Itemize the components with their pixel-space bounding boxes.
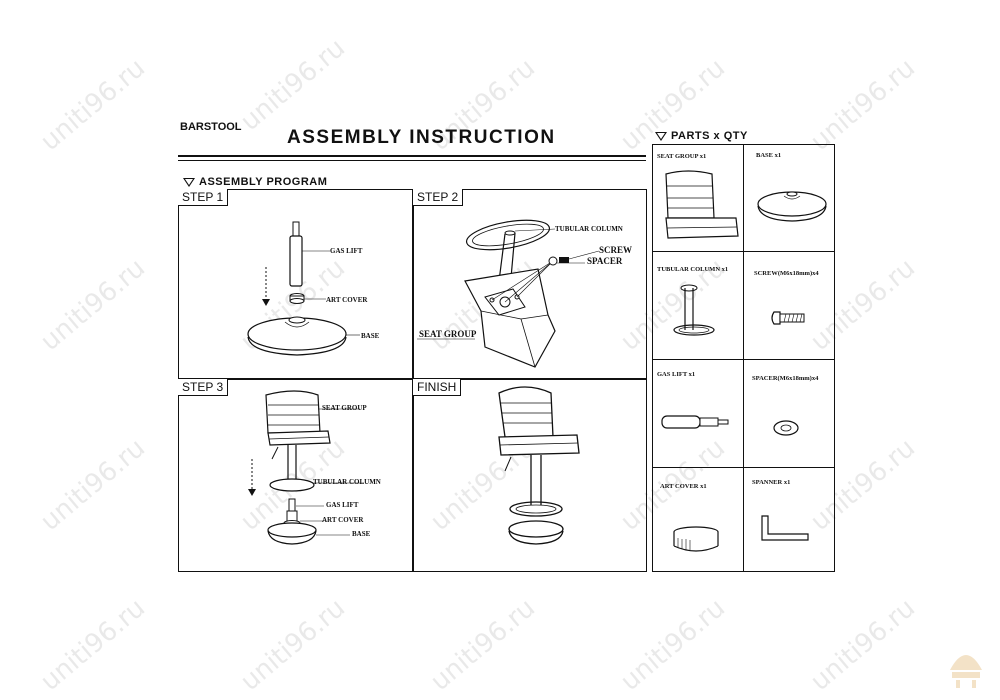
spacer-icon bbox=[773, 420, 799, 436]
screw-icon bbox=[771, 311, 805, 325]
callout-art-cover: ART COVER bbox=[322, 516, 364, 524]
part-cell-art-cover: ART COVER x1 bbox=[652, 468, 743, 572]
callout-seat-group: SEAT GROUP bbox=[419, 329, 477, 339]
watermark-text: uniti96.ru bbox=[235, 592, 352, 698]
triangle-marker-icon bbox=[183, 177, 195, 187]
part-label: SEAT GROUP x1 bbox=[657, 153, 707, 160]
finish-label: FINISH bbox=[413, 379, 462, 396]
part-label: BASE x1 bbox=[756, 152, 782, 159]
watermark-logo bbox=[950, 655, 982, 688]
column-icon bbox=[673, 284, 715, 336]
assembly-program-heading: ASSEMBLY PROGRAM bbox=[183, 176, 327, 188]
part-cell-spanner: SPANNER x1 bbox=[744, 468, 835, 572]
watermark-text: uniti96.ru bbox=[805, 52, 922, 158]
callout-tubular-column: TUBULAR COLUMN bbox=[555, 225, 623, 233]
callout-seat-group: SEAT GROUP bbox=[322, 404, 367, 412]
parts-heading: PARTS x QTY bbox=[655, 130, 748, 142]
callout-base: BASE bbox=[361, 332, 380, 340]
callout-spacer: SPACER bbox=[587, 256, 623, 266]
triangle-marker-icon bbox=[655, 131, 667, 141]
step-3-label: STEP 3 bbox=[178, 379, 229, 396]
watermark-text: uniti96.ru bbox=[35, 52, 152, 158]
step-3-panel: STEP 3 SEAT GROUP TUBULAR COLU bbox=[178, 379, 412, 572]
callout-base: BASE bbox=[352, 530, 371, 538]
part-label: SPACER(M6x18mm)x4 bbox=[752, 375, 819, 382]
part-cell-gas-lift: GAS LIFT x1 bbox=[652, 360, 743, 467]
watermark-text: uniti96.ru bbox=[35, 592, 152, 698]
header-rule-thin bbox=[178, 160, 646, 161]
product-name: BARSTOOL bbox=[180, 121, 242, 133]
part-label: ART COVER x1 bbox=[660, 483, 707, 490]
step-1-illustration bbox=[247, 221, 360, 356]
page-title: ASSEMBLY INSTRUCTION bbox=[287, 127, 556, 148]
part-label: SPANNER x1 bbox=[752, 479, 791, 486]
gas-lift-icon bbox=[661, 415, 729, 429]
part-label: SCREW(M6x18mm)x4 bbox=[754, 270, 819, 277]
step-1-panel: STEP 1 GAS LIFT ART COVER BASE bbox=[178, 189, 412, 378]
callout-gas-lift: GAS LIFT bbox=[330, 247, 363, 255]
art-cover-icon bbox=[673, 526, 719, 552]
base-icon bbox=[757, 191, 827, 222]
part-cell-tubular-column: TUBULAR COLUMN x1 bbox=[652, 252, 743, 359]
callout-gas-lift: GAS LIFT bbox=[326, 501, 359, 509]
watermark-text: uniti96.ru bbox=[35, 432, 152, 538]
parts-divider-row-2 bbox=[652, 359, 835, 360]
step-1-label: STEP 1 bbox=[178, 189, 229, 206]
step-2-panel: STEP 2 TUBULAR COLUMN SCREW SPACER SEAT … bbox=[413, 189, 647, 378]
watermark-text: uniti96.ru bbox=[35, 252, 152, 358]
spanner-icon bbox=[761, 515, 809, 541]
finish-illustration bbox=[498, 386, 580, 545]
part-cell-screw: SCREW(M6x18mm)x4 bbox=[744, 252, 835, 359]
callout-tubular-column: TUBULAR COLUMN bbox=[313, 478, 381, 486]
watermark-text: uniti96.ru bbox=[235, 32, 352, 138]
watermark-text: uniti96.ru bbox=[425, 592, 542, 698]
assembly-program-title: ASSEMBLY PROGRAM bbox=[199, 176, 328, 188]
part-label: TUBULAR COLUMN x1 bbox=[657, 266, 729, 273]
seat-icon bbox=[665, 170, 739, 239]
part-cell-base: BASE x1 bbox=[744, 144, 835, 251]
part-label: GAS LIFT x1 bbox=[657, 371, 696, 378]
callout-screw: SCREW bbox=[599, 245, 633, 255]
finish-panel: FINISH bbox=[413, 379, 647, 572]
parts-divider-vertical bbox=[743, 144, 744, 572]
callout-art-cover: ART COVER bbox=[326, 296, 368, 304]
step-2-label: STEP 2 bbox=[413, 189, 464, 206]
parts-title: PARTS x QTY bbox=[671, 130, 748, 142]
step-2-illustration bbox=[417, 219, 600, 368]
parts-divider-row-1 bbox=[652, 251, 835, 252]
program-divider-vertical bbox=[412, 189, 414, 572]
header-rule-thick bbox=[178, 155, 646, 157]
parts-divider-row-3 bbox=[652, 467, 835, 468]
part-cell-spacer: SPACER(M6x18mm)x4 bbox=[744, 360, 835, 467]
program-divider-horizontal bbox=[178, 378, 647, 380]
watermark-text: uniti96.ru bbox=[615, 592, 732, 698]
step-3-illustration bbox=[248, 390, 364, 545]
watermark-text: uniti96.ru bbox=[805, 592, 922, 698]
part-cell-seat-group: SEAT GROUP x1 bbox=[652, 144, 743, 251]
